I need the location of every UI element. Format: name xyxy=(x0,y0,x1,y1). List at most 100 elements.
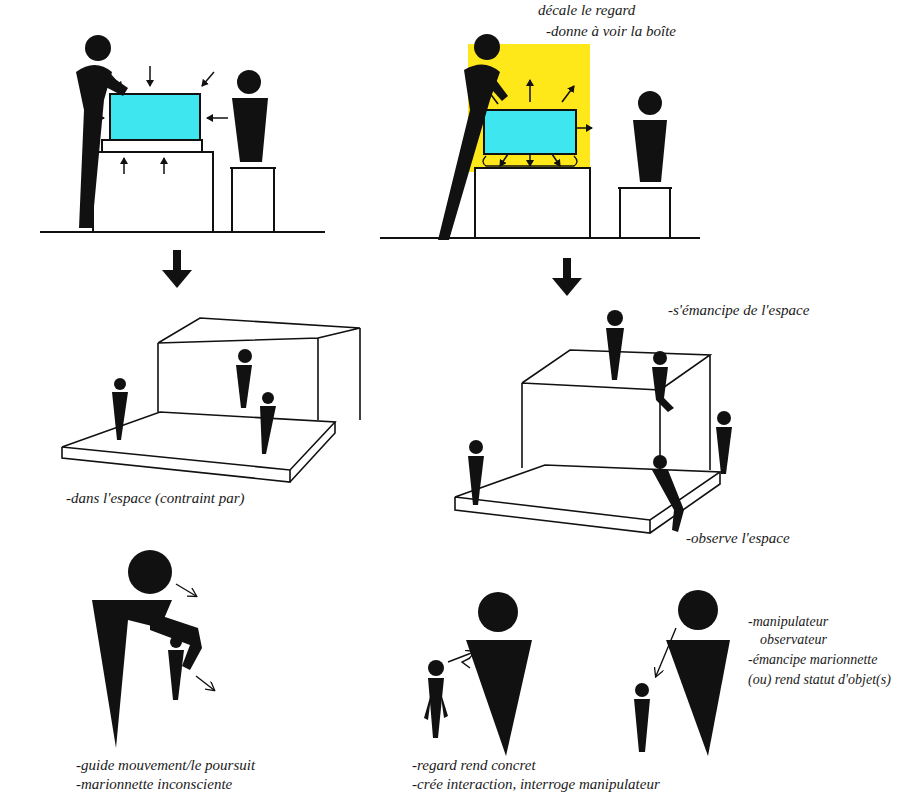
sketch-stroke xyxy=(634,699,650,752)
sketch-stroke xyxy=(455,350,720,533)
sketch-stroke xyxy=(448,652,474,662)
sketch-stroke xyxy=(656,628,676,676)
sketch-stroke xyxy=(76,65,112,228)
sketch-stroke xyxy=(100,70,128,96)
sketch-stroke xyxy=(176,584,214,690)
sketch-stroke xyxy=(633,120,667,182)
sketch-stroke xyxy=(475,168,590,238)
sketch-stroke xyxy=(428,660,444,676)
sketch-stroke xyxy=(380,110,700,238)
sketch-stroke xyxy=(563,258,571,280)
sketch-stroke xyxy=(86,117,104,119)
sketch-stroke xyxy=(86,66,228,174)
sketch-stroke xyxy=(466,640,532,756)
sketch-stroke xyxy=(656,628,676,676)
handwritten-note: -s'émancipe de l'espace xyxy=(668,302,809,319)
sketch-stroke xyxy=(529,154,531,166)
sketch-stroke xyxy=(438,34,667,240)
sketch-stroke xyxy=(469,440,483,454)
sketch-stroke xyxy=(112,349,276,454)
sketch-stroke xyxy=(196,676,214,690)
sketch-stroke xyxy=(462,658,470,668)
sketch-stroke xyxy=(448,652,474,668)
sketch-stroke xyxy=(230,168,276,232)
sketch-stroke xyxy=(168,650,184,700)
sketch-stroke xyxy=(149,66,151,86)
sketch-stroke xyxy=(232,98,268,162)
sketch-stroke xyxy=(652,470,684,532)
sketch-stroke xyxy=(485,72,508,101)
handwritten-note: (ou) rend statut d'objet(s) xyxy=(748,672,891,688)
sketch-stroke xyxy=(85,35,111,61)
sketch-stroke xyxy=(606,328,624,380)
sketch-stroke xyxy=(653,455,667,469)
sketch-stroke xyxy=(678,590,718,630)
sketch-stroke xyxy=(102,140,202,152)
sketch-stroke xyxy=(716,427,732,474)
sketch-stroke xyxy=(237,70,261,94)
sketch-stroke xyxy=(607,310,623,326)
sketch-stroke xyxy=(653,351,667,365)
sketch-stroke xyxy=(110,74,122,88)
sketch-stroke xyxy=(468,456,484,505)
sketch-stroke xyxy=(110,94,200,140)
sketch-stroke xyxy=(424,690,448,720)
sketch-stroke xyxy=(618,188,672,238)
sketch-stroke xyxy=(428,678,444,738)
handwritten-note: -crée interaction, interroge manipulateu… xyxy=(412,776,660,793)
handwritten-note: -regard rend concret xyxy=(412,757,536,774)
sketch-stroke xyxy=(123,158,125,174)
handwritten-note: -manipulateur xyxy=(748,614,828,630)
sketch-stroke xyxy=(638,91,662,115)
handwritten-note: -dans l'espace (contraint par) xyxy=(66,490,245,507)
sketch-stroke xyxy=(202,72,214,86)
sketch-stroke xyxy=(424,592,532,756)
sketch-stroke xyxy=(128,550,172,594)
sketch-stroke xyxy=(207,117,228,119)
handwritten-note: -guide mouvement/le poursuit xyxy=(76,757,255,774)
handwritten-note: -marionnette inconsciente xyxy=(76,776,232,793)
sketch-stroke xyxy=(76,35,268,228)
sketch-stroke xyxy=(468,310,732,532)
sketch-stroke xyxy=(484,110,576,154)
sketch-stroke xyxy=(635,683,649,697)
sketch-stroke xyxy=(478,592,518,632)
sketch-stroke xyxy=(576,127,592,129)
sketch-stroke xyxy=(62,412,335,470)
sketch-stroke xyxy=(666,640,730,756)
sketch-stroke xyxy=(552,278,582,296)
sketch-stroke xyxy=(62,422,335,482)
sketch-stroke xyxy=(162,250,582,296)
sketch-stroke xyxy=(260,406,276,454)
handwritten-note: observateur xyxy=(760,632,827,648)
sketch-stroke xyxy=(552,154,560,166)
sketch-stroke xyxy=(170,636,182,648)
sketch-stroke xyxy=(162,270,192,288)
sketch-stroke xyxy=(114,378,126,390)
sketch-stroke xyxy=(529,80,531,102)
sketch-stroke xyxy=(238,349,252,363)
sketch-stroke xyxy=(236,365,252,408)
handwritten-note: décale le regard xyxy=(538,2,635,19)
sketch-stroke xyxy=(486,88,498,104)
sketch-stroke xyxy=(158,318,360,420)
sketch-stroke xyxy=(173,250,181,272)
sketch-stroke xyxy=(634,590,730,756)
sketch-stroke xyxy=(262,392,274,404)
sketch-stroke xyxy=(438,64,500,240)
handwritten-note: -observe l'espace xyxy=(686,530,790,547)
sketch-stroke xyxy=(163,158,165,174)
sketch-stroke xyxy=(652,367,674,412)
sketch-stroke xyxy=(62,318,360,482)
sketch-stroke xyxy=(112,392,128,440)
sketch-stroke xyxy=(500,154,508,166)
sketch-stroke xyxy=(486,80,592,166)
sketch-stroke xyxy=(474,34,500,60)
sketch-stroke xyxy=(93,152,213,232)
handwritten-note: -donne à voir la boîte xyxy=(546,23,676,40)
sketch-stroke xyxy=(562,86,574,102)
handwritten-note: -émancipe marionnette xyxy=(748,652,877,668)
sketch-stroke xyxy=(92,550,202,748)
sketch-stroke xyxy=(176,584,196,596)
